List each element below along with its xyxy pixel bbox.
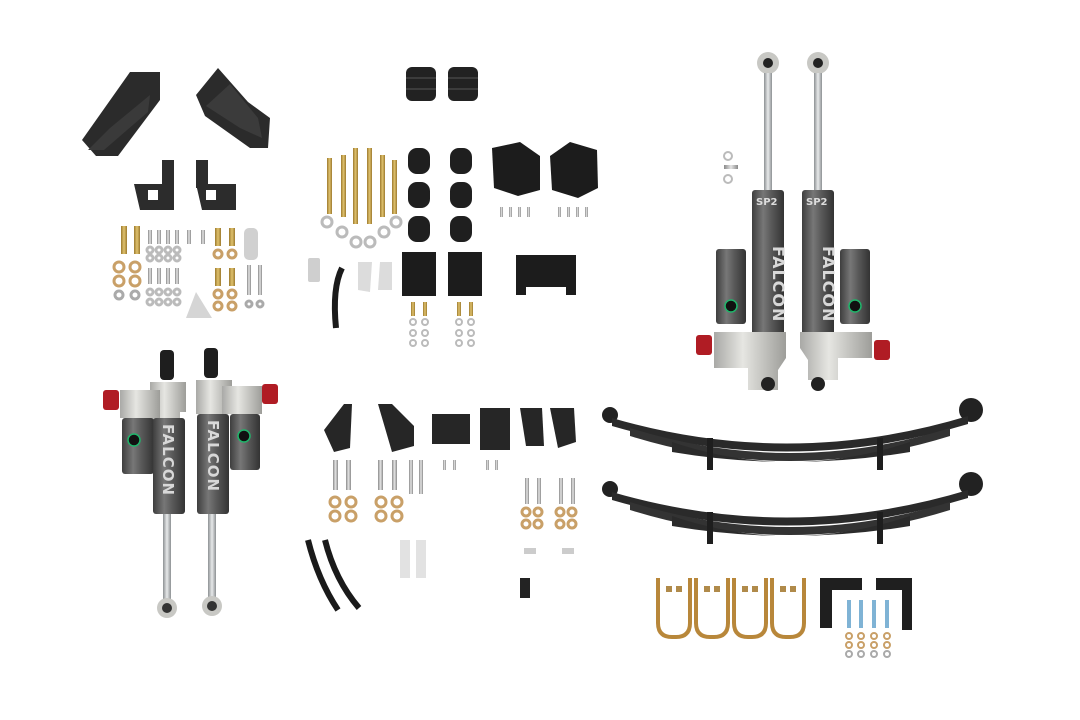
mid-brackets — [324, 404, 576, 452]
brand-label: FALCON — [159, 424, 177, 496]
u-bolts — [656, 578, 806, 639]
spacer-blocks — [402, 252, 482, 296]
long-bolt-washers — [320, 215, 403, 249]
rubber-bushings — [408, 148, 472, 242]
front-shock-right: FALCON — [196, 348, 278, 616]
spacer-hardware — [409, 302, 475, 347]
front-shock-left: FALCON — [103, 350, 186, 618]
shackle-brackets — [820, 578, 912, 630]
leaf-spring-lower — [602, 472, 983, 544]
small-misc-parts — [308, 258, 392, 329]
brand-label: FALCON — [819, 246, 838, 322]
bump-stops — [406, 67, 478, 101]
rear-shock-left: SP2 FALCON — [696, 52, 788, 391]
long-bolts — [327, 148, 397, 224]
u-bolt-nuts — [666, 586, 796, 592]
brand-label: FALCON — [769, 246, 788, 322]
model-label: SP2 — [806, 197, 828, 208]
rear-shock-hardware — [723, 151, 738, 184]
front-frame-brackets — [82, 68, 270, 156]
model-label: SP2 — [756, 197, 778, 208]
cup-hardware — [500, 207, 588, 217]
brake-lines — [305, 539, 362, 612]
crossmember-bracket — [516, 255, 576, 295]
small-frame-brackets — [134, 160, 236, 210]
hardware-kit-upper-left — [112, 226, 265, 318]
leaf-spring-upper — [602, 398, 983, 470]
bump-stop-cups — [492, 142, 598, 198]
brand-label: FALCON — [204, 420, 222, 492]
rear-shock-right: SP2 FALCON — [800, 52, 890, 391]
shackle-hardware — [845, 600, 891, 658]
mid-hardware — [328, 460, 578, 598]
